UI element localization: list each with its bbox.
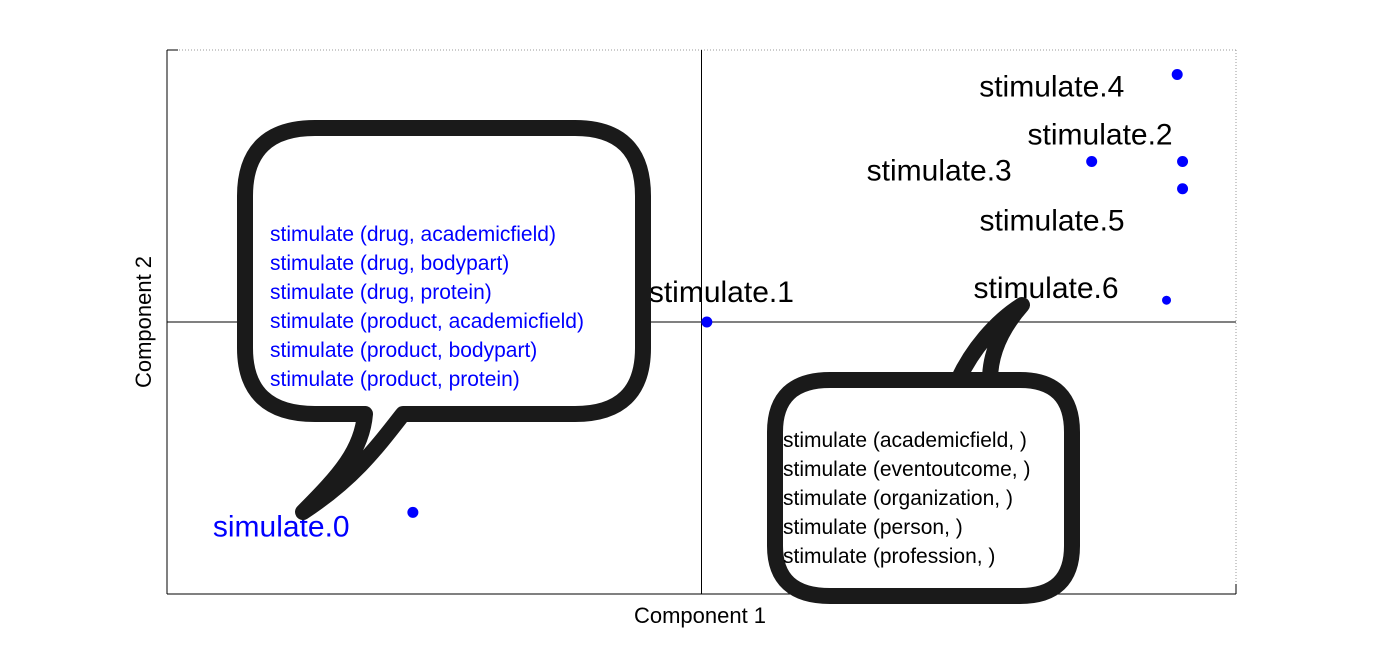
y-axis-title: Component 2 xyxy=(131,256,156,388)
annotation-line: stimulate (drug, academicfield) xyxy=(270,223,556,246)
annotation-line: stimulate (drug, protein) xyxy=(270,281,492,304)
data-point-stimulate-6 xyxy=(1162,295,1172,305)
annotation-line: stimulate (organization, ) xyxy=(783,487,1013,510)
bubble-left-text: stimulate (drug, academicfield) stimulate… xyxy=(270,223,584,391)
data-point-stimulate-2 xyxy=(1177,156,1189,168)
point-label-stimulate-5: stimulate.5 xyxy=(980,205,1125,238)
point-label-stimulate-6: stimulate.6 xyxy=(974,272,1119,305)
data-point-stimulate-1 xyxy=(701,316,713,328)
annotation-line: stimulate (eventoutcome, ) xyxy=(783,458,1030,481)
point-label-stimulate-4: stimulate.4 xyxy=(979,70,1124,103)
annotation-line: stimulate (product, academicfield) xyxy=(270,310,584,333)
points-layer: simulate.0 stimulate.1 stimulate.2 stimulat… xyxy=(213,68,1189,543)
annotation-line: stimulate (product, protein) xyxy=(270,368,520,391)
annotation-line: stimulate (drug, bodypart) xyxy=(270,252,509,275)
data-point-simulate-0 xyxy=(407,506,419,518)
point-label-stimulate-3: stimulate.3 xyxy=(867,155,1012,188)
annotation-line: stimulate (product, bodypart) xyxy=(270,339,537,362)
point-label-simulate-0: simulate.0 xyxy=(213,510,350,543)
speech-bubble-right xyxy=(767,297,1080,604)
data-point-stimulate-5 xyxy=(1177,183,1189,195)
annotation-line: stimulate (profession, ) xyxy=(783,545,995,568)
data-point-stimulate-3 xyxy=(1086,156,1098,168)
bubble-right-text: stimulate (academicfield, ) stimulate (ev… xyxy=(783,429,1030,568)
point-label-stimulate-2: stimulate.2 xyxy=(1028,119,1173,152)
data-point-stimulate-4 xyxy=(1171,68,1183,80)
point-label-stimulate-1: stimulate.1 xyxy=(649,276,794,309)
x-axis-title: Component 1 xyxy=(634,603,766,628)
annotation-line: stimulate (person, ) xyxy=(783,516,963,539)
speech-bubble-left xyxy=(237,120,651,520)
annotation-line: stimulate (academicfield, ) xyxy=(783,429,1027,452)
